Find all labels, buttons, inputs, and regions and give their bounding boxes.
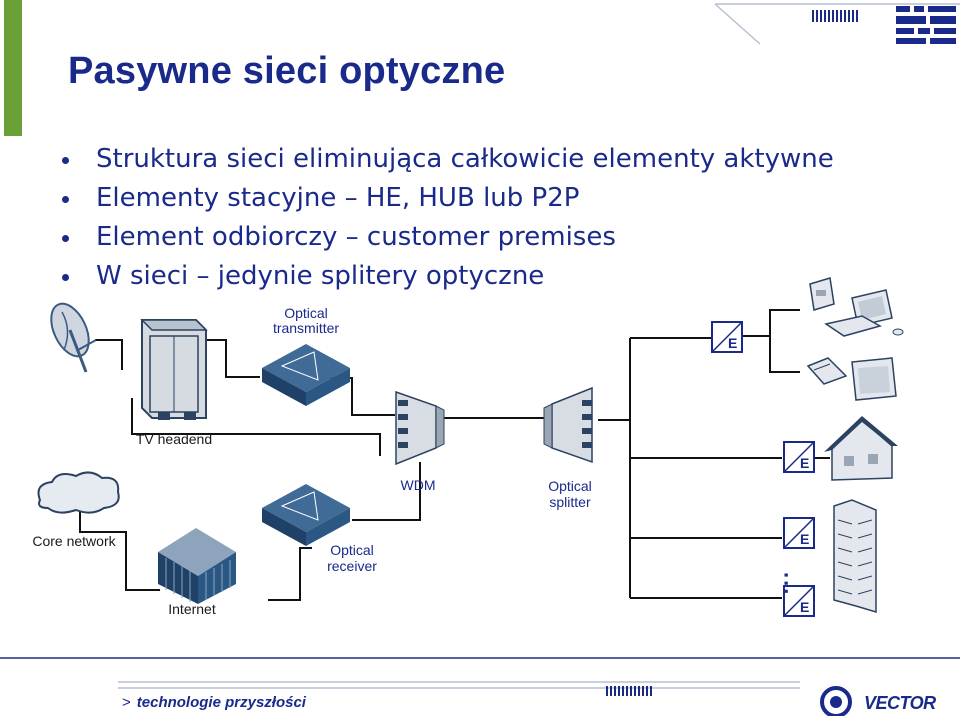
wdm-icon <box>395 390 445 466</box>
optical-receiver-label-1: Optical <box>330 542 374 558</box>
page-title: Pasywne sieci optyczne <box>68 50 506 92</box>
optical-splitter-label-2: splitter <box>549 494 591 510</box>
tv-headend-label: TV headend <box>136 431 212 447</box>
optical-receiver-icon <box>262 484 350 546</box>
pixel-logo <box>896 6 956 44</box>
bullet-item: W sieci – jedynie splitery optyczne <box>58 257 834 296</box>
footer-caret: > <box>122 694 131 711</box>
accent-bar <box>4 0 22 136</box>
vector-logo-icon <box>820 686 852 716</box>
ellipsis-label: ... <box>780 572 805 596</box>
set-top-box-icon <box>809 277 835 311</box>
optical-splitter-icon <box>543 386 593 464</box>
connection-lines <box>79 309 830 601</box>
footer-tagline: > technologie przyszłości <box>122 694 306 711</box>
ont-box-icon-4: E <box>783 585 815 617</box>
brand-name: VECTOR <box>864 693 936 713</box>
ont-box-icon-2: E <box>783 441 815 473</box>
ont-box-icon-1: E <box>711 321 743 353</box>
optical-splitter-label-1: Optical <box>548 478 592 494</box>
bullet-item: Element odbiorczy – customer premises <box>58 218 834 257</box>
ont-label: E <box>728 335 737 351</box>
ont-label: E <box>800 531 809 547</box>
bullet-item: Elementy stacyjne – HE, HUB lub P2P <box>58 179 834 218</box>
footer-tagline-text: technologie przyszłości <box>136 694 306 711</box>
ont-label: E <box>800 599 809 615</box>
cloud-icon <box>37 471 120 514</box>
computer-icon <box>824 289 904 337</box>
footer-decoration <box>0 657 960 716</box>
house-icon <box>824 416 898 481</box>
modem-icon <box>806 357 848 385</box>
bullet-list: Struktura sieci eliminująca całkowicie e… <box>58 140 834 296</box>
optical-receiver-label-2: receiver <box>327 558 377 574</box>
ont-box-icon-3: E <box>783 517 815 549</box>
satellite-dish-icon <box>50 302 97 373</box>
tv-headend-cabinet-icon <box>140 319 208 420</box>
wdm-label: WDM <box>401 477 436 493</box>
optical-transmitter-label-1: Optical <box>284 305 328 321</box>
ont-label: E <box>800 455 809 471</box>
optical-transmitter-label-2: transmitter <box>273 320 339 336</box>
internet-server-icon <box>158 528 236 604</box>
internet-label: Internet <box>168 601 216 617</box>
header-decoration <box>714 3 960 45</box>
tv-icon <box>851 357 897 401</box>
apartment-building-icon <box>833 499 877 614</box>
optical-transmitter-icon <box>262 344 350 406</box>
bullet-item: Struktura sieci eliminująca całkowicie e… <box>58 140 834 179</box>
core-network-label: Core network <box>32 533 116 549</box>
